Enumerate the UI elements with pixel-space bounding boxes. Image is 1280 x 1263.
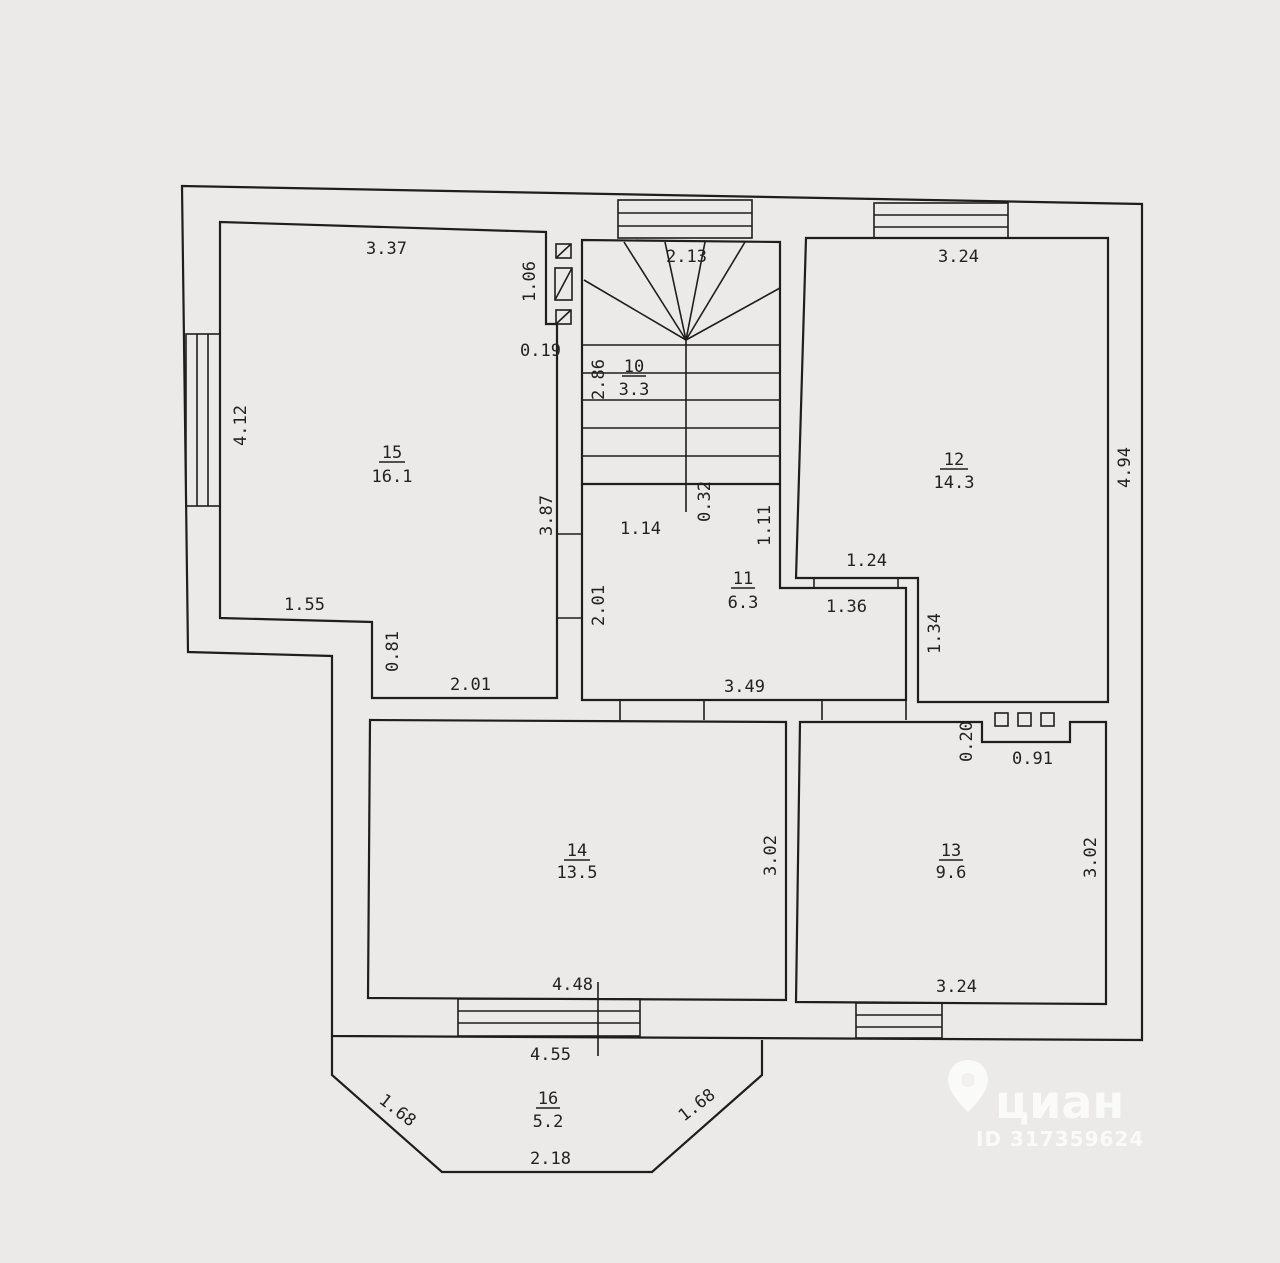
room-area: 16.1 [372, 467, 413, 487]
dimension-label: 0.19 [520, 341, 561, 361]
dimension-label: 4.94 [1115, 447, 1135, 488]
room-number: 11 [733, 569, 753, 589]
dimension-label: 1.55 [284, 595, 325, 615]
dimension-label: 0.81 [383, 631, 403, 672]
room-label-12: 12 14.3 [934, 450, 975, 493]
room-outline-10 [580, 238, 782, 486]
room-number: 10 [624, 357, 644, 377]
ventilation-shafts [554, 243, 573, 325]
room-label-10: 10 3.3 [619, 357, 650, 400]
window-bottom-middle [457, 998, 641, 1037]
room-area: 14.3 [934, 473, 975, 493]
dimension-label: 4.55 [530, 1045, 571, 1065]
room-area: 13.5 [557, 863, 598, 883]
room-number: 13 [941, 841, 961, 861]
dimension-label: 1.14 [620, 519, 661, 539]
room-label-16: 16 5.2 [533, 1089, 564, 1132]
watermark-listing-id: ID 317359624 [976, 1127, 1144, 1151]
dimension-label: 4.12 [231, 405, 251, 446]
watermark-brand: циан [995, 1075, 1124, 1129]
dimension-label: 1.34 [925, 613, 945, 654]
window-bottom-right [855, 1002, 943, 1039]
watermark: циан ID 317359624 [948, 1060, 1144, 1151]
room-label-15: 15 16.1 [372, 443, 413, 487]
dimension-label: 0.20 [957, 721, 977, 762]
room-number: 15 [382, 443, 402, 463]
dimension-label: 1.36 [826, 597, 867, 617]
dimension-label: 2.13 [666, 247, 707, 267]
dimension-label: 1.06 [520, 261, 540, 302]
dimension-label: 2.18 [530, 1149, 571, 1169]
dimension-label: 0.91 [1012, 749, 1053, 769]
window-top-right [873, 202, 1009, 239]
room-outline-15 [218, 220, 559, 700]
dimension-label: 1.68 [375, 1090, 420, 1131]
dimension-label: 2.01 [589, 585, 609, 626]
dimension-label: 1.11 [755, 505, 775, 546]
room-outline-11 [580, 484, 908, 702]
dimension-label: 1.24 [846, 551, 887, 571]
dimension-label: 4.48 [552, 975, 593, 995]
room-area: 9.6 [936, 863, 967, 883]
dimension-label: 3.24 [936, 977, 977, 997]
location-pin-icon [948, 1060, 988, 1112]
room-outline-14 [366, 718, 788, 1002]
vent-grilles [994, 712, 1055, 727]
dimension-label: 3.87 [537, 495, 557, 536]
dimension-label: 3.02 [1081, 837, 1101, 878]
room-area: 5.2 [533, 1112, 564, 1132]
dimension-label: 3.24 [938, 247, 979, 267]
room-area: 6.3 [728, 593, 759, 613]
room-number: 14 [567, 841, 587, 861]
dimension-label: 3.37 [366, 239, 407, 259]
dimension-label: 3.49 [724, 677, 765, 697]
window-top-middle [617, 199, 753, 239]
room-label-14: 14 13.5 [557, 841, 598, 883]
outer-wall [180, 184, 1144, 1042]
room-outline-12 [794, 236, 1110, 704]
dimension-label: 2.01 [450, 675, 491, 695]
bay-wall [330, 1036, 764, 1174]
dimension-label: 3.02 [761, 835, 781, 876]
staircase [582, 241, 781, 512]
window-left [185, 333, 221, 507]
room-label-13: 13 9.6 [936, 841, 967, 883]
dimension-label: 0.32 [695, 481, 715, 522]
partition-lines [557, 533, 918, 720]
room-area: 3.3 [619, 380, 650, 400]
room-number: 12 [944, 450, 964, 470]
room-label-11: 11 6.3 [728, 569, 759, 613]
dimension-label: 2.86 [589, 359, 609, 400]
room-number: 16 [538, 1089, 558, 1109]
